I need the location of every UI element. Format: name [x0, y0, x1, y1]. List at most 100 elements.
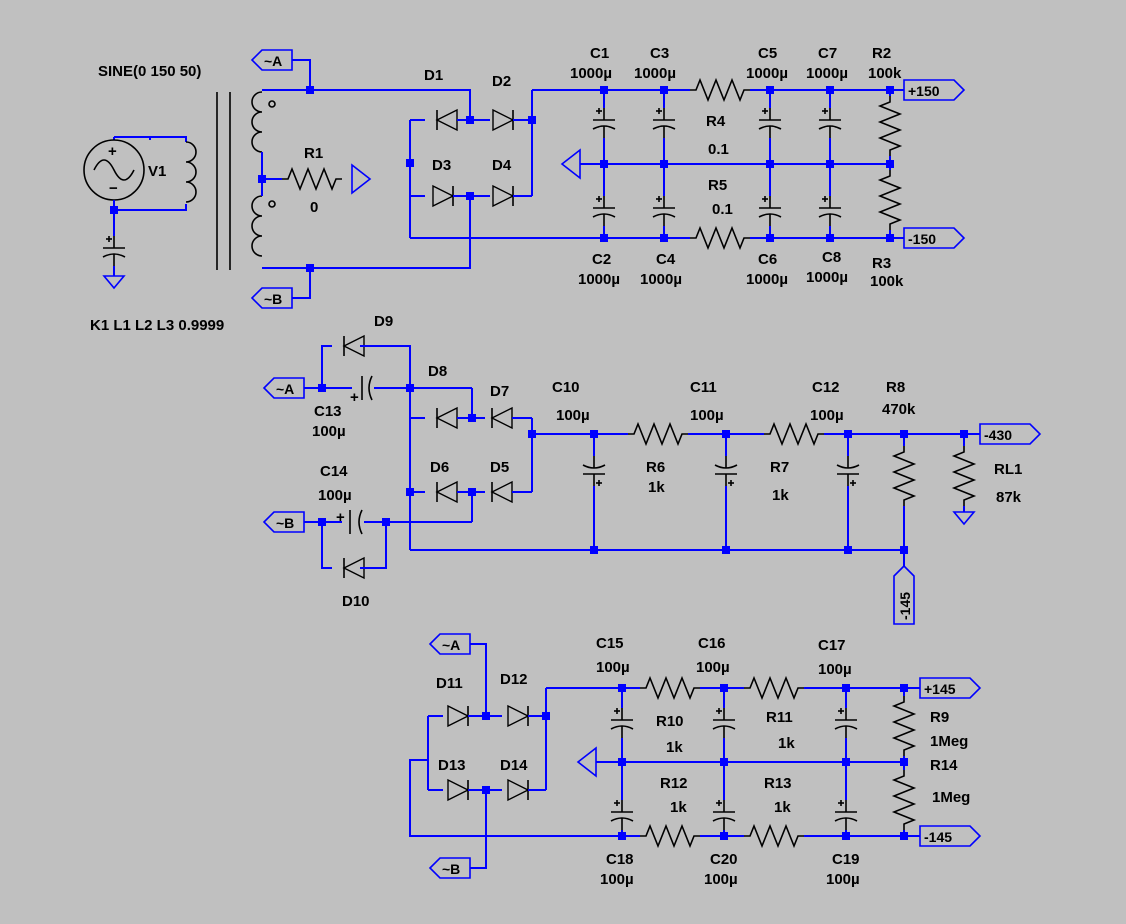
value-r6: 1k — [648, 479, 665, 496]
label-d14: D14 — [500, 757, 528, 774]
label-r8: R8 — [886, 379, 905, 396]
cap-c18 — [610, 762, 634, 836]
value-r4: 0.1 — [708, 141, 729, 158]
label-c1: C1 — [590, 45, 609, 62]
cap-c10 — [582, 434, 606, 550]
value-c11: 100µ — [690, 407, 724, 424]
labels: SINE(0 150 50) K1 L1 L2 L3 0.9999 V1 R1 … — [90, 45, 1022, 888]
flag-b-text: ~B — [264, 291, 282, 307]
cap-c17 — [834, 688, 858, 762]
flag-b-bottom-text: ~B — [442, 861, 460, 877]
cap-c12 — [836, 434, 860, 550]
cap-c1 — [592, 90, 616, 164]
cap-c7 — [818, 90, 842, 164]
directive-coupling: K1 L1 L2 L3 0.9999 — [90, 317, 224, 334]
label-r4: R4 — [706, 113, 726, 130]
label-r14: R14 — [930, 757, 958, 774]
flag-a-bottom: ~A — [428, 633, 487, 716]
label-r12: R12 — [660, 775, 688, 792]
label-r6: R6 — [646, 459, 665, 476]
value-r9: 1Meg — [930, 733, 968, 750]
label-c3: C3 — [650, 45, 669, 62]
value-c15: 100µ — [596, 659, 630, 676]
value-c5: 1000µ — [746, 65, 788, 82]
value-c7: 1000µ — [806, 65, 848, 82]
cap-c14: + — [336, 509, 363, 535]
flag-minus430-text: -430 — [984, 427, 1012, 443]
flag-a-top: ~A — [250, 49, 311, 90]
label-c14: C14 — [320, 463, 348, 480]
label-r10: R10 — [656, 713, 684, 730]
label-rl1: RL1 — [994, 461, 1022, 478]
value-c12: 100µ — [810, 407, 844, 424]
label-d8: D8 — [428, 363, 447, 380]
value-r12: 1k — [670, 799, 687, 816]
directive-source: SINE(0 150 50) — [98, 63, 201, 80]
label-c5: C5 — [758, 45, 777, 62]
value-r13: 1k — [774, 799, 791, 816]
value-c18: 100µ — [600, 871, 634, 888]
label-r3: R3 — [872, 255, 891, 272]
label-c12: C12 — [812, 379, 840, 396]
value-c19: 100µ — [826, 871, 860, 888]
value-r5: 0.1 — [712, 201, 733, 218]
cap-c4 — [652, 164, 676, 238]
label-c18: C18 — [606, 851, 634, 868]
value-c2: 1000µ — [578, 271, 620, 288]
value-c8: 1000µ — [806, 269, 848, 286]
svg-text:+: + — [336, 509, 345, 526]
label-c17: C17 — [818, 637, 846, 654]
label-c15: C15 — [596, 635, 624, 652]
label-c11: C11 — [690, 379, 717, 396]
flag-minus150: -150 — [890, 227, 966, 249]
flag-minus145: -145 — [919, 825, 982, 847]
label-r9: R9 — [930, 709, 949, 726]
flag-minus145-text: -145 — [924, 829, 952, 845]
value-c1: 1000µ — [570, 65, 612, 82]
flag-a-bottom-text: ~A — [442, 637, 460, 653]
label-v1: V1 — [148, 163, 166, 180]
transformer-secondary — [251, 89, 372, 269]
label-c4: C4 — [656, 251, 676, 268]
filter-bank-2 — [410, 423, 980, 554]
flag-minus430: -430 — [979, 423, 1042, 445]
value-r2: 100k — [868, 65, 902, 82]
cap-c11 — [714, 434, 738, 550]
value-c16: 100µ — [696, 659, 730, 676]
flag-a-mid: ~A — [262, 377, 305, 399]
section-negative-supply: ~A + ~B + — [262, 335, 1042, 625]
label-d3: D3 — [432, 157, 451, 174]
label-c2: C2 — [592, 251, 611, 268]
label-d9: D9 — [374, 313, 393, 330]
label-d12: D12 — [500, 671, 528, 688]
value-r7: 1k — [772, 487, 789, 504]
label-c20: C20 — [710, 851, 738, 868]
cap-c5 — [758, 90, 782, 164]
label-c6: C6 — [758, 251, 777, 268]
label-c16: C16 — [698, 635, 726, 652]
flag-b-top: ~B — [250, 268, 311, 309]
flag-minus145-vertical-text: -145 — [897, 592, 913, 620]
label-c13: C13 — [314, 403, 342, 420]
flag-minus150-text: -150 — [908, 231, 936, 247]
bridge-rectifier-2 — [406, 387, 536, 550]
flag-b-mid: ~B — [262, 511, 305, 533]
cap-c3 — [652, 90, 676, 164]
value-r10: 1k — [666, 739, 683, 756]
label-d1: D1 — [424, 67, 443, 84]
cap-c8 — [818, 164, 842, 238]
svg-text:+: + — [350, 389, 359, 406]
section-split-supply: ~A ~B — [409, 633, 982, 879]
flag-plus145-text: +145 — [924, 681, 956, 697]
label-r2: R2 — [872, 45, 891, 62]
filter-bank-1 — [410, 79, 901, 249]
flag-plus145: +145 — [919, 677, 982, 699]
transformer-primary — [114, 92, 231, 270]
svg-text:+: + — [108, 143, 117, 160]
value-c10: 100µ — [556, 407, 590, 424]
value-r8: 470k — [882, 401, 916, 418]
label-d13: D13 — [438, 757, 466, 774]
value-r11: 1k — [778, 735, 795, 752]
